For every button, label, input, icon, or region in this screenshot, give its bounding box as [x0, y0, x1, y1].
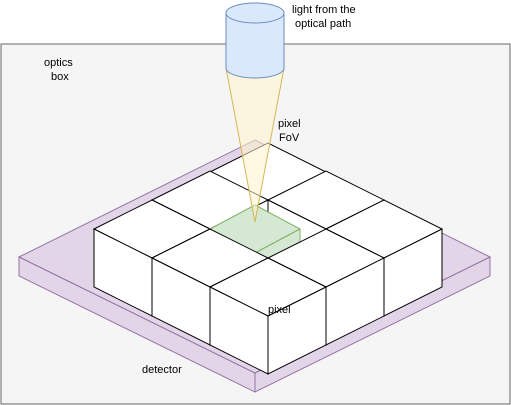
pixel-fov-label-line1: pixel — [278, 118, 301, 130]
pixel-label: pixel — [268, 304, 291, 316]
light-label-line2: optical path — [295, 18, 351, 30]
optics-box-label-line2: box — [51, 71, 69, 83]
light-label-line1: light from the — [292, 4, 356, 16]
optics-box-label-line1: optics — [44, 57, 73, 69]
light-cylinder — [225, 2, 285, 79]
cube-front-center — [208, 257, 328, 375]
detector-label: detector — [142, 364, 182, 376]
pixel-fov-label-line2: FoV — [279, 132, 300, 144]
